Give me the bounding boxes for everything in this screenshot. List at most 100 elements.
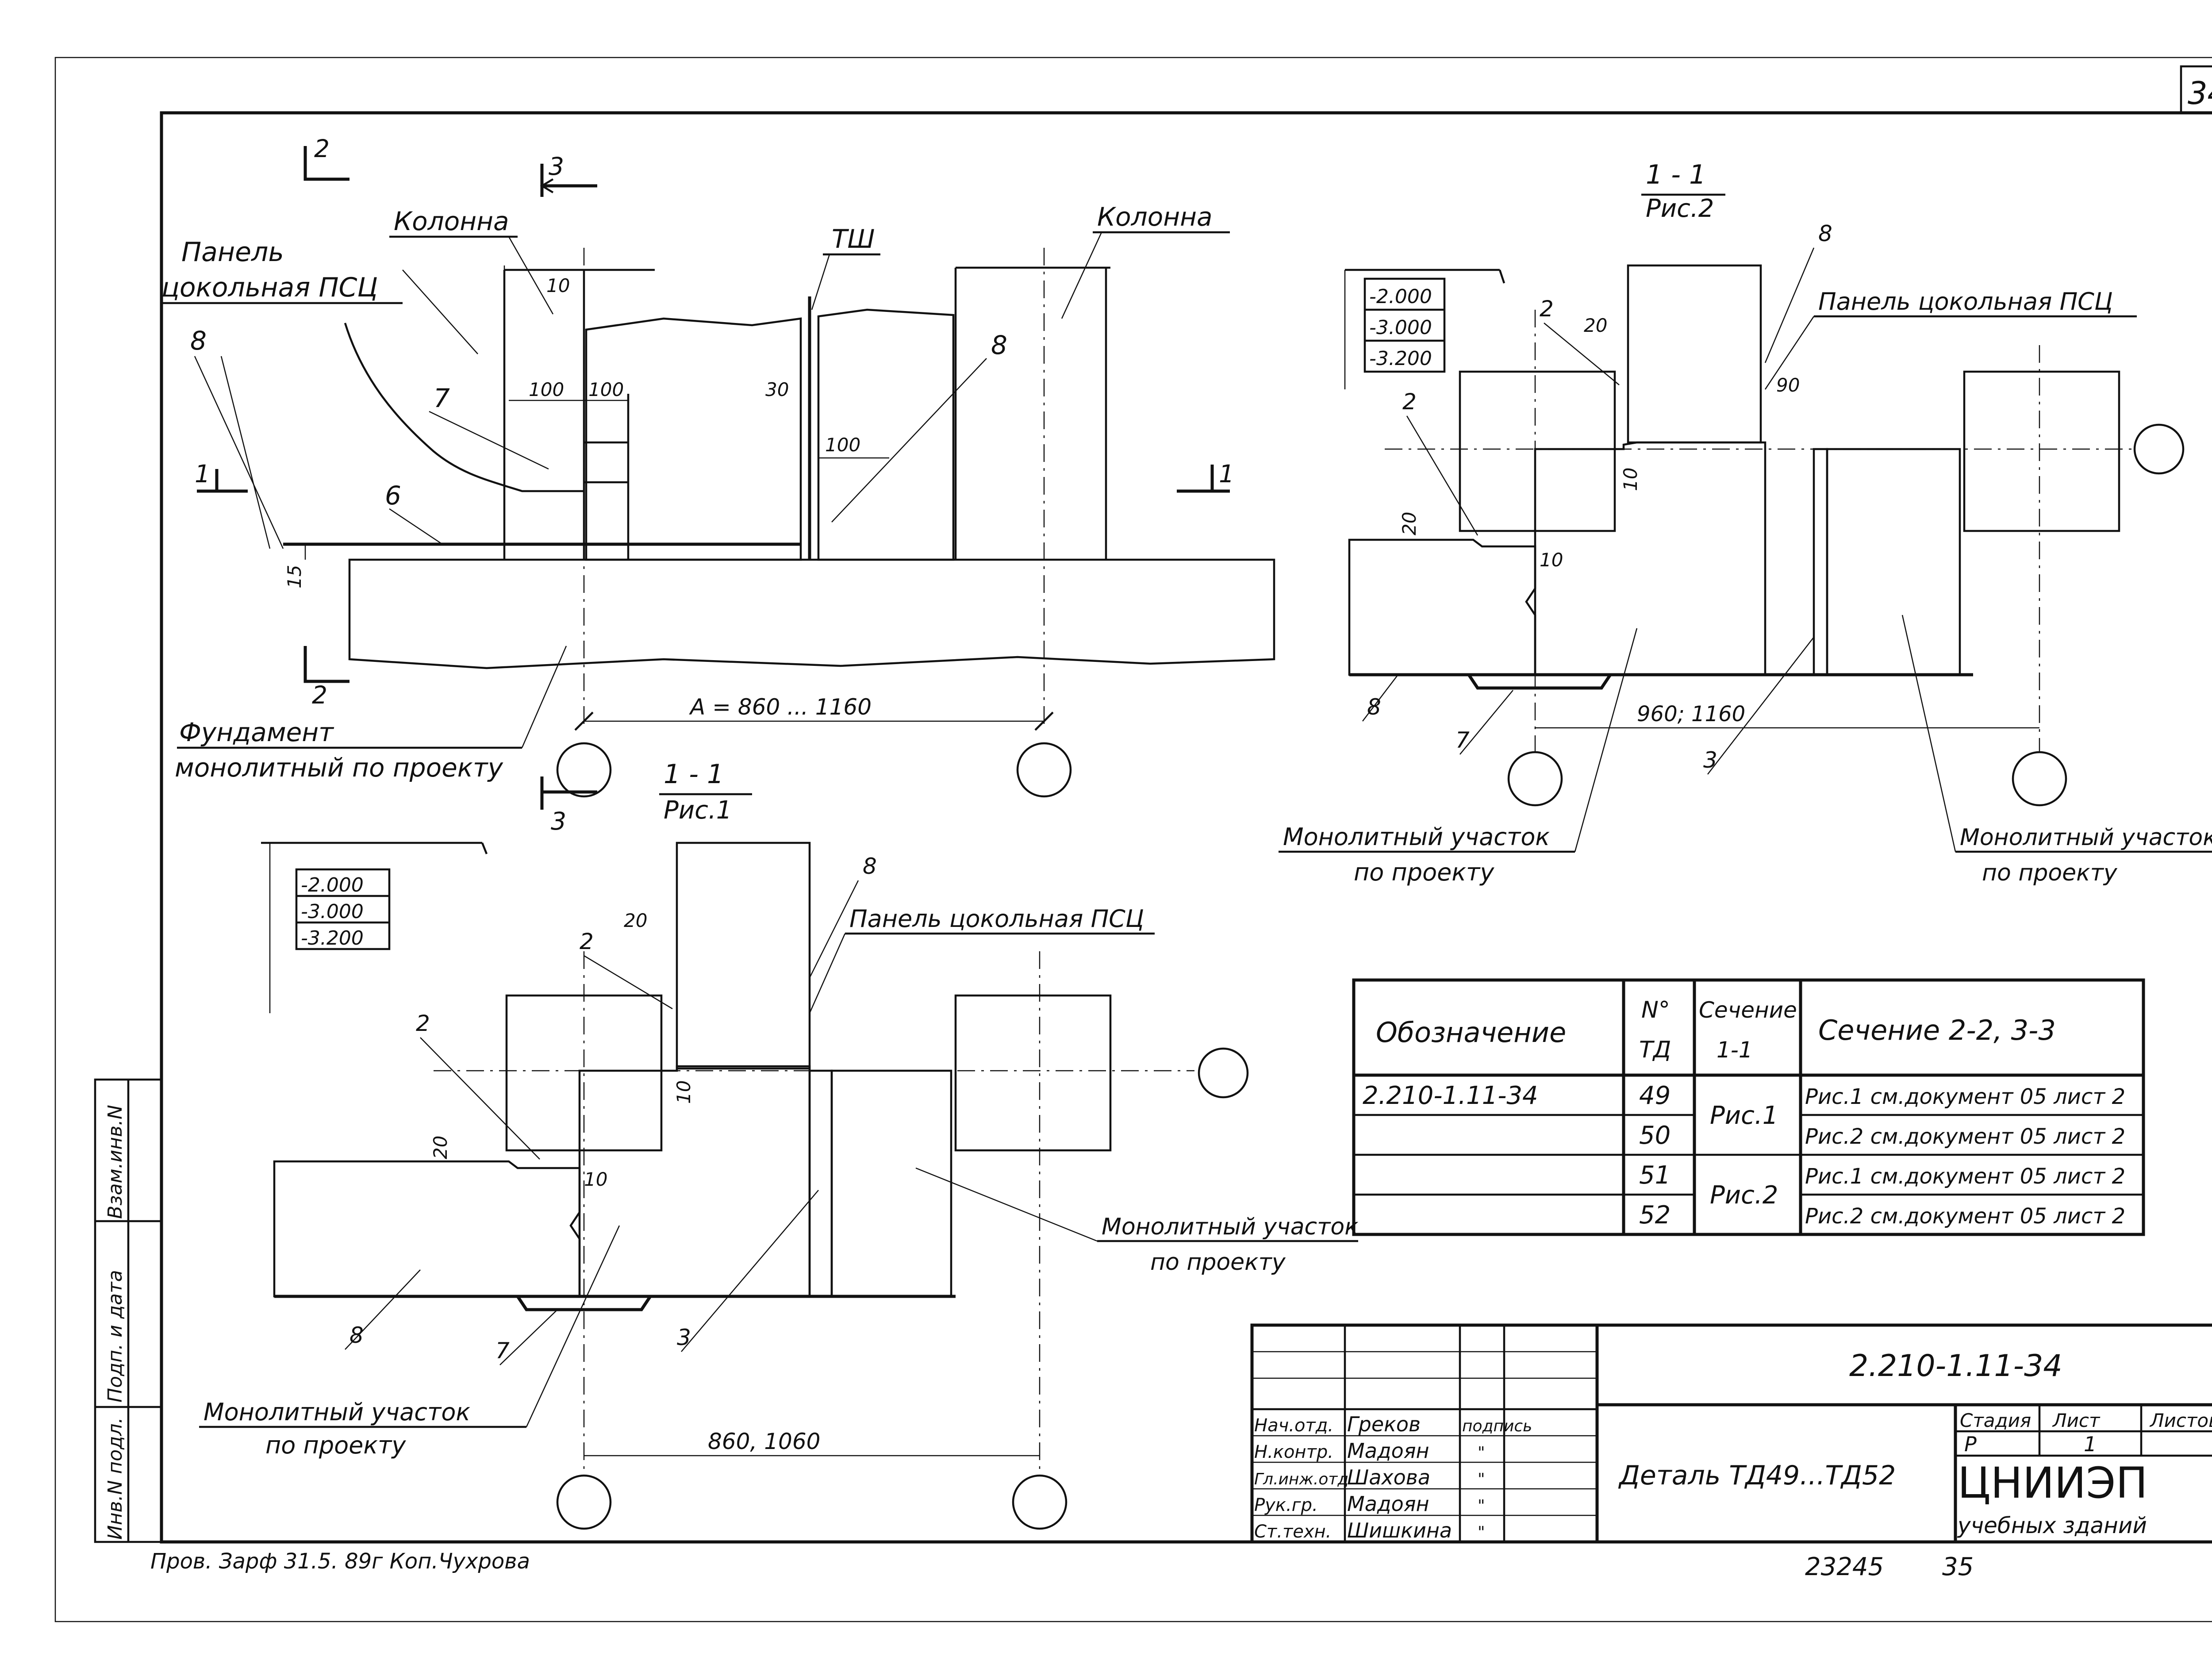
- fig2-mono-right-1: Монолитный участок: [1960, 824, 2212, 851]
- plan-dim-100a: 100: [529, 379, 564, 400]
- sheet-label: Лист: [2052, 1410, 2101, 1431]
- plan-cut-3-top: 3: [549, 152, 564, 181]
- fig1-mono-right-2: по проекту: [1150, 1249, 1286, 1276]
- plan-view: A = 860 ... 1160 15 2 2 3 3 1 1 Колонна …: [161, 135, 1275, 835]
- table-header-td-2: ТД: [1639, 1037, 1671, 1063]
- sheet-number-box: [2180, 65, 2212, 114]
- fig1-label-8b: 8: [349, 1322, 364, 1348]
- fig2-label-2b: 2: [1402, 389, 1417, 415]
- fig2-title-bottom: Рис.2: [1646, 194, 1714, 223]
- sheet-value: 1: [2084, 1432, 2097, 1456]
- foundation-strip: [348, 558, 1275, 669]
- fig1-label-3: 3: [677, 1325, 691, 1350]
- plan-label-6: 6: [385, 480, 401, 511]
- sig-sign-3: ": [1478, 1470, 1485, 1488]
- fig2-panel-label: Панель цокольная ПСЦ: [1818, 288, 2113, 315]
- fig2-dim-10a: 10: [1620, 468, 1641, 491]
- table-header-section-2: 1-1: [1717, 1037, 1753, 1063]
- fig2-label-7: 7: [1455, 727, 1470, 753]
- plan-panel-label-1: Панель: [181, 237, 284, 268]
- sig-role-2: Н.контр.: [1254, 1442, 1333, 1462]
- plan-dim-30: 30: [765, 379, 789, 400]
- sig-sign-2: ": [1478, 1444, 1485, 1462]
- sheets-label: Листов: [2149, 1410, 2212, 1431]
- sig-sign-1: подпись: [1462, 1417, 1532, 1435]
- sig-role-5: Ст.техн.: [1254, 1522, 1331, 1542]
- table-row-2-ref: Рис.2 см.документ 05 лист 2: [1805, 1124, 2125, 1149]
- side-stamp-cell-2: Подп. и дата: [104, 1270, 127, 1403]
- title-block: Нач.отд. Греков подпись Н.контр. Мадоян …: [1250, 1323, 2212, 1544]
- fig2-section: 1 - 1 Рис.2 -2.000 -3.000 -3.200 960; 11: [1279, 159, 2212, 886]
- table-row-1-ref: Рис.1 см.документ 05 лист 2: [1805, 1084, 2125, 1109]
- title-code: 2.210-1.11-34: [1849, 1349, 2062, 1384]
- sig-role-1: Нач.отд.: [1254, 1415, 1333, 1436]
- sig-name-3: Шахова: [1347, 1465, 1430, 1489]
- stage-value: Р: [1964, 1432, 1977, 1456]
- fig2-elev-1: -2.000: [1369, 285, 1432, 308]
- plan-cut-3-bottom: 3: [551, 807, 566, 835]
- side-stamp-cell-3: Инв.N подл.: [104, 1417, 127, 1540]
- plan-column-left-label: Колонна: [394, 206, 509, 236]
- fig1-label-2b: 2: [416, 1011, 430, 1036]
- fig1-title-top: 1 - 1: [664, 759, 724, 790]
- plan-cut-2-top: 2: [314, 135, 330, 163]
- fig2-elev-3: -3.200: [1369, 347, 1432, 370]
- fig1-section: 1 - 1 Рис.1 -2.000 -3.000 -3.200 860, 10…: [199, 759, 1359, 1530]
- fig1-mono-right-1: Монолитный участок: [1102, 1214, 1359, 1240]
- table-row-4-ref: Рис.2 см.документ 05 лист 2: [1805, 1204, 2125, 1229]
- fig1-label-2a: 2: [580, 929, 594, 954]
- fig2-mono-right-2: по проекту: [1982, 860, 2118, 886]
- fig2-label-3: 3: [1703, 747, 1717, 773]
- table-header-td-1: N°: [1641, 997, 1670, 1023]
- sig-role-4: Рук.гр.: [1254, 1495, 1318, 1515]
- bottom-number: 23245: [1805, 1553, 1884, 1581]
- plan-label-8b: 8: [991, 330, 1007, 360]
- plan-monolith-ts: [817, 308, 955, 561]
- table-row-1-designation: 2.210-1.11-34: [1363, 1081, 1538, 1110]
- table-header-section-1: Сечение: [1699, 997, 1797, 1023]
- org-subtitle: учебных зданий: [1957, 1513, 2147, 1538]
- fig1-title-bottom: Рис.1: [664, 796, 732, 825]
- sig-name-1: Греков: [1347, 1412, 1421, 1436]
- plan-label-7: 7: [434, 383, 450, 413]
- plan-dim-10: 10: [546, 275, 570, 296]
- column-left: [503, 269, 655, 560]
- inner-frame: [160, 111, 2212, 1544]
- fig2-dim: 960; 1160: [1637, 702, 1745, 726]
- fig1-mono-left-1: Монолитный участок: [204, 1398, 470, 1426]
- plan-dim-a: A = 860 ... 1160: [689, 694, 872, 720]
- org-name: ЦНИИЭП: [1958, 1458, 2148, 1508]
- plan-monolith: [585, 317, 802, 561]
- column-right: [954, 266, 1110, 560]
- stage-label: Стадия: [1960, 1410, 2031, 1431]
- fig1-elev-1: -2.000: [301, 874, 364, 896]
- table-row-3-ref: Рис.1 см.документ 05 лист 2: [1805, 1164, 2125, 1189]
- fig1-elev-3: -3.200: [301, 927, 364, 949]
- fig1-label-8a: 8: [863, 853, 877, 879]
- foundation-label-1: Фундамент: [179, 717, 334, 747]
- table-header-section23: Сечение 2-2, 3-3: [1818, 1014, 2056, 1046]
- plan-cut-1-left: 1: [195, 460, 210, 488]
- sig-role-3: Гл.инж.отд: [1254, 1470, 1348, 1488]
- fig2-dim-20a: 20: [1584, 315, 1607, 336]
- fig1-elev-2: -3.000: [301, 900, 364, 923]
- title-name: Деталь ТД49...ТД52: [1618, 1460, 1896, 1491]
- plan-ts-label: ТШ: [832, 224, 875, 254]
- footer-note: Пров. Зарф 31.5. 89г Коп.Чухрова: [150, 1549, 530, 1574]
- table-header-designation: Обозначение: [1376, 1016, 1566, 1049]
- side-stamp-cell-1: Взам.инв.N: [104, 1105, 127, 1219]
- table-row-2-td: 50: [1639, 1121, 1671, 1150]
- sig-sign-5: ": [1478, 1523, 1485, 1541]
- plan-cut-1-right: 1: [1219, 460, 1234, 488]
- table-row-3-td: 51: [1639, 1161, 1671, 1190]
- foundation-label-2: монолитный по проекту: [175, 753, 503, 783]
- plan-dim-15: 15: [284, 565, 305, 588]
- plan-panel-label-2: цокольная ПСЦ: [161, 272, 378, 303]
- fig1-dim-10a: 10: [673, 1080, 695, 1104]
- fig1-dim-20b: 20: [430, 1136, 451, 1159]
- fig1-dim: 860, 1060: [708, 1429, 820, 1454]
- bottom-page: 35: [1942, 1553, 1974, 1581]
- fig1-mono-left-2: по проекту: [265, 1431, 406, 1459]
- fig2-mono-left-1: Монолитный участок: [1283, 823, 1550, 851]
